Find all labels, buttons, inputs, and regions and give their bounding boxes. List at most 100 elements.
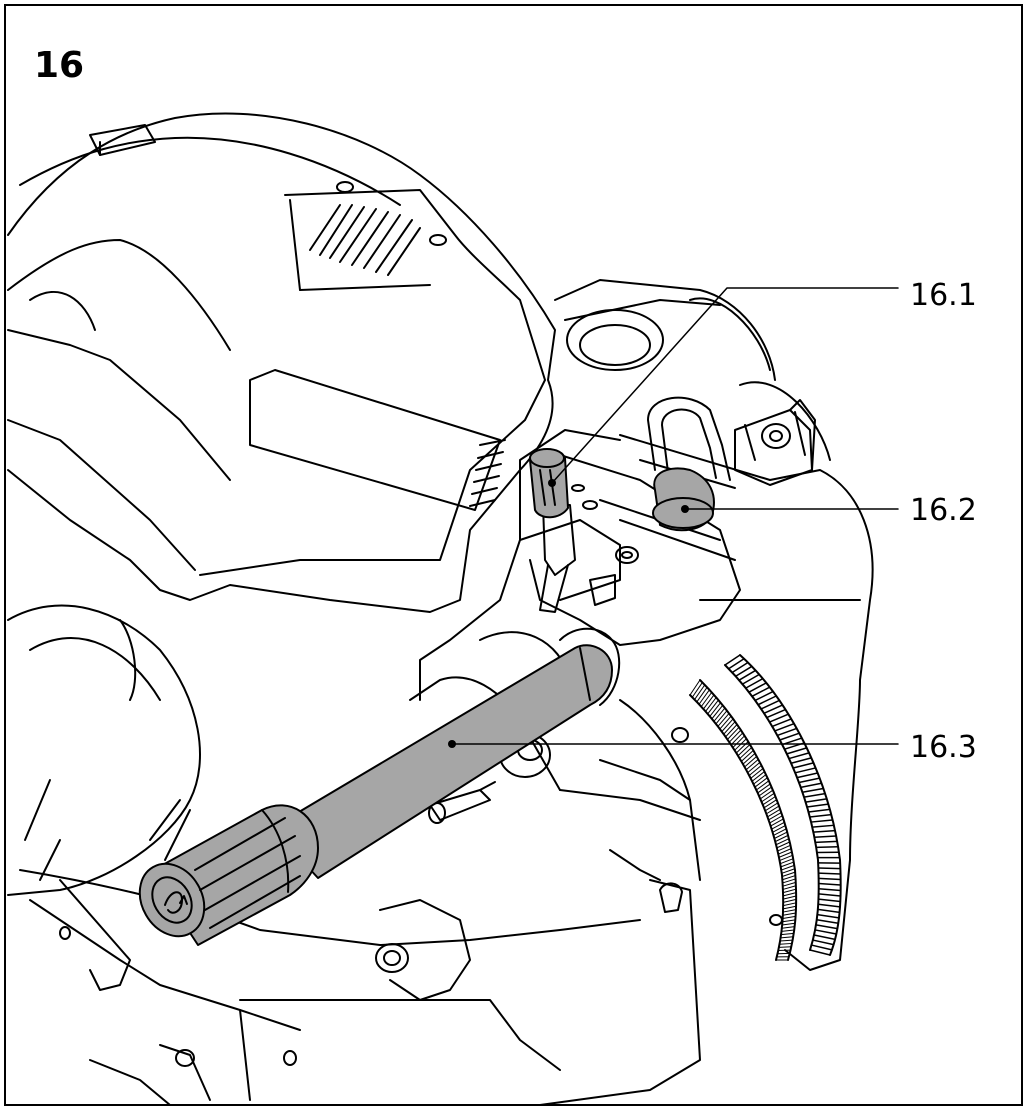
scale-tick-fine xyxy=(754,777,768,788)
scale-tick-fine xyxy=(759,789,774,800)
scale-tick-fine xyxy=(782,905,797,910)
scale-tick xyxy=(724,654,741,666)
scale-tick xyxy=(817,872,842,875)
scale-tick xyxy=(727,657,745,670)
scale-tick xyxy=(816,918,840,925)
scale-tick xyxy=(744,677,764,689)
scale-tick xyxy=(812,939,835,946)
scale-tick-fine xyxy=(726,726,740,741)
scale-tick xyxy=(817,898,842,903)
scale-tick-fine xyxy=(742,752,756,765)
scale-tick xyxy=(751,686,771,698)
scale-tick xyxy=(812,829,836,833)
saw-blade xyxy=(7,604,201,896)
scale-tick xyxy=(792,762,815,769)
handle-grip xyxy=(138,804,319,946)
scale-tick-fine xyxy=(782,888,797,894)
scale-tick-fine xyxy=(770,818,784,827)
scale-tick-fine xyxy=(725,723,738,738)
scale-tick-fine xyxy=(781,919,796,923)
scale-tick-fine xyxy=(745,758,759,771)
scale-tick xyxy=(734,665,753,678)
scale-tick-fine xyxy=(730,732,744,746)
scale-tick xyxy=(815,846,839,849)
scale-tick-fine xyxy=(769,815,783,824)
scale-tick-fine xyxy=(768,812,782,821)
scale-tick xyxy=(768,713,790,723)
scale-tick xyxy=(810,819,834,823)
scale-tick xyxy=(804,798,828,803)
scale-tick-fine xyxy=(779,854,794,862)
leader-dots xyxy=(448,479,689,748)
scale-tick-fine xyxy=(739,746,753,760)
scale-tick xyxy=(738,669,757,681)
scale-tick xyxy=(801,787,825,793)
scale-tick-fine xyxy=(762,796,776,806)
scale-tick-fine xyxy=(782,909,797,913)
scale-tick-fine xyxy=(763,799,778,809)
scale-tick-fine xyxy=(781,922,796,926)
scale-tick-fine xyxy=(778,946,792,948)
scale-tick xyxy=(811,824,835,828)
callout-16-1: 16.1 xyxy=(910,278,977,313)
scale-tick xyxy=(779,732,801,741)
scale-tick-fine xyxy=(751,771,765,782)
scale-tick-fine xyxy=(728,729,742,743)
scale-tick xyxy=(766,708,787,719)
scale-tick-fine xyxy=(696,686,708,703)
scale-tick-fine xyxy=(757,783,771,794)
scale-tick-fine xyxy=(782,878,797,884)
scale-tick xyxy=(814,929,838,935)
scale-tick-fine xyxy=(774,834,789,843)
scale-tick-fine xyxy=(780,932,795,936)
scale-tick-fine xyxy=(777,844,791,852)
scale-tick-fine xyxy=(691,681,703,698)
scale-tick xyxy=(798,777,821,784)
scale-tick-fine xyxy=(689,679,701,696)
scale-tick xyxy=(796,772,819,779)
locking-knob xyxy=(652,467,715,532)
scale-tick xyxy=(776,727,798,737)
scale-tick xyxy=(788,752,810,760)
scale-tick xyxy=(763,704,784,715)
clamp-bow xyxy=(647,396,731,481)
scale-tick-fine xyxy=(758,786,773,797)
scale-tick-fine xyxy=(775,838,790,846)
scale-tick xyxy=(817,867,842,870)
scale-tick-fine xyxy=(780,936,794,939)
scale-tick-fine xyxy=(715,710,728,725)
scale-tick-fine xyxy=(782,902,797,907)
scale-tick-fine xyxy=(744,755,758,768)
leader-16-1 xyxy=(551,287,899,484)
scale-tick xyxy=(809,949,831,956)
scale-tick-fine xyxy=(781,926,796,929)
callout-16-2: 16.2 xyxy=(910,493,977,528)
upper-arm-bracket xyxy=(554,279,831,461)
side-vent-slots xyxy=(469,439,506,507)
scale-tick-fine xyxy=(709,702,722,717)
scale-tick xyxy=(803,792,826,798)
vent-slots xyxy=(309,204,421,276)
scale-tick xyxy=(817,887,842,892)
scale-tick xyxy=(807,808,831,813)
scale-tick xyxy=(771,718,792,728)
scale-tick xyxy=(816,913,840,919)
scale-tick-fine xyxy=(694,684,706,701)
scale-tick-fine xyxy=(776,841,791,849)
scale-tick-fine xyxy=(782,915,797,920)
scale-tick xyxy=(817,893,842,897)
scale-tick xyxy=(741,673,760,685)
scale-tick xyxy=(790,757,813,765)
saw-head-body xyxy=(419,429,874,1106)
hinge-clamp xyxy=(734,399,816,486)
scale-tick xyxy=(817,877,842,881)
figure-number: 16 xyxy=(34,45,85,86)
scale-tick-fine xyxy=(778,851,793,858)
scale-tick-fine xyxy=(782,912,797,916)
scale-tick xyxy=(809,813,832,818)
scale-tick xyxy=(748,682,767,693)
motor-cover xyxy=(199,181,546,576)
miter-scale xyxy=(689,654,842,961)
scale-tick xyxy=(813,934,836,941)
saw-base xyxy=(19,869,641,1106)
